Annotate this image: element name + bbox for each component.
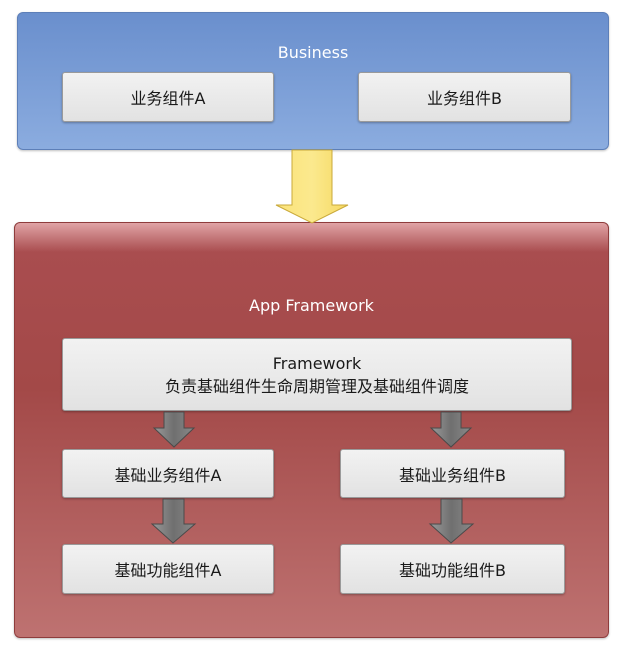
- base-function-component-a: 基础功能组件A: [62, 544, 274, 594]
- base-business-component-a: 基础业务组件A: [62, 449, 274, 498]
- business-title: Business: [277, 43, 349, 62]
- base-function-component-b: 基础功能组件B: [340, 544, 565, 594]
- main-down-arrow: [275, 149, 349, 224]
- framework-core-title: Framework: [272, 353, 362, 373]
- business-component-b: 业务组件B: [358, 72, 571, 122]
- framework-core-desc: 负责基础组件生命周期管理及基础组件调度: [164, 376, 469, 396]
- framework-core-box: Framework 负责基础组件生命周期管理及基础组件调度: [62, 338, 572, 411]
- base-business-component-b: 基础业务组件B: [340, 449, 565, 498]
- framework-title: App Framework: [249, 296, 374, 315]
- business-component-a: 业务组件A: [62, 72, 274, 122]
